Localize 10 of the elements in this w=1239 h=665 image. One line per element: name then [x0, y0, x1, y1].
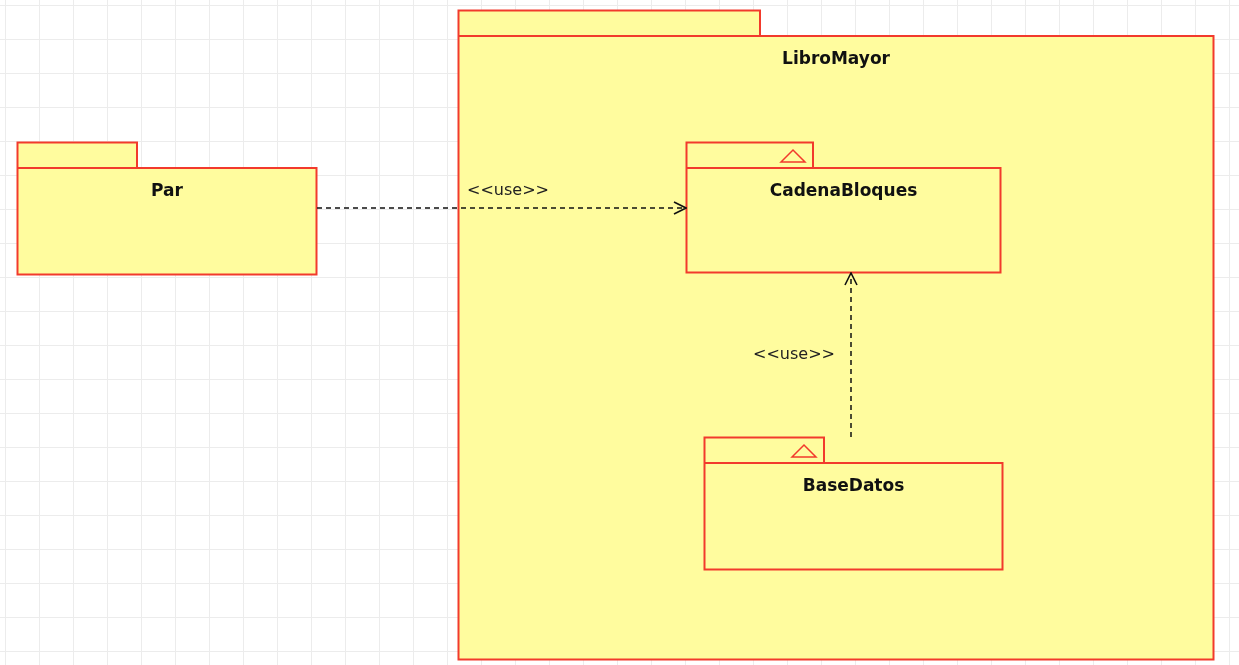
- package-name: BaseDatos: [801, 475, 906, 495]
- edge-label: <<use>>: [466, 180, 550, 199]
- edge-label: <<use>>: [752, 344, 836, 363]
- package: [17, 142, 317, 275]
- dependency-arrow: [844, 272, 858, 438]
- package: [458, 10, 1214, 660]
- dependency-arrow: [316, 201, 687, 215]
- package-name: LibroMayor: [781, 48, 891, 68]
- package-name: Par: [150, 180, 184, 200]
- package-name: CadenaBloques: [768, 180, 919, 200]
